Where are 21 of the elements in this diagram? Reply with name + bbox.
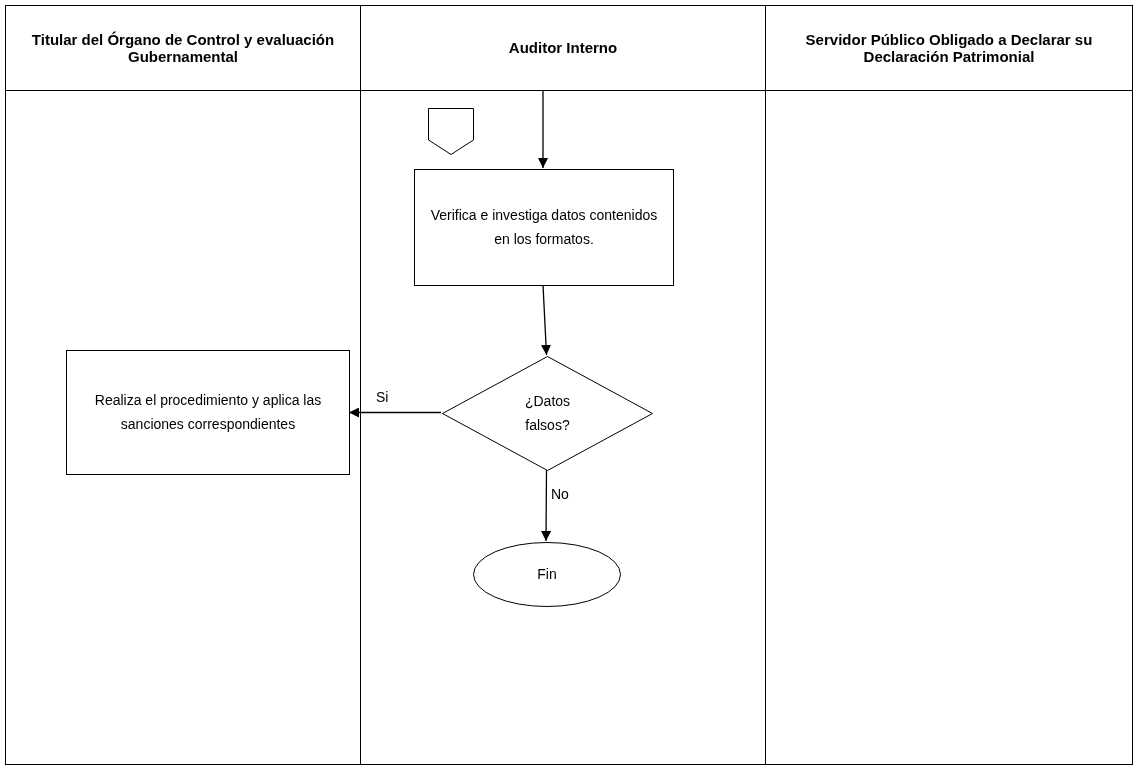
lane-heading: Servidor Público Obligado a Declarar su Declaración Patrimonial — [804, 30, 1094, 66]
arrow — [538, 89, 548, 169]
lane-heading: Titular del Órgano de Control y evaluación Gubernamental — [30, 30, 336, 66]
decision-diamond — [442, 356, 653, 471]
arrow — [348, 407, 442, 418]
node-text: ¿Datos falsos? — [523, 392, 572, 435]
process-box — [414, 169, 674, 286]
arrow — [541, 469, 552, 542]
node-text: Verifica e investiga datos contenidos en los formatos. — [429, 206, 659, 249]
process-box — [66, 350, 350, 475]
lane-heading: Auditor Interno — [508, 39, 618, 57]
terminator-ellipse — [473, 542, 621, 607]
node-text: Fin — [536, 564, 558, 584]
edge-label: No — [549, 486, 571, 502]
arrow — [541, 284, 551, 356]
swimlane — [5, 5, 361, 765]
swimlane — [360, 5, 766, 765]
swimlane — [765, 5, 1133, 765]
node-text: Realiza el procedimiento y aplica las sanciones correspondientes — [93, 391, 323, 434]
edge-label: Si — [374, 389, 391, 405]
off-page-connector — [428, 108, 474, 155]
